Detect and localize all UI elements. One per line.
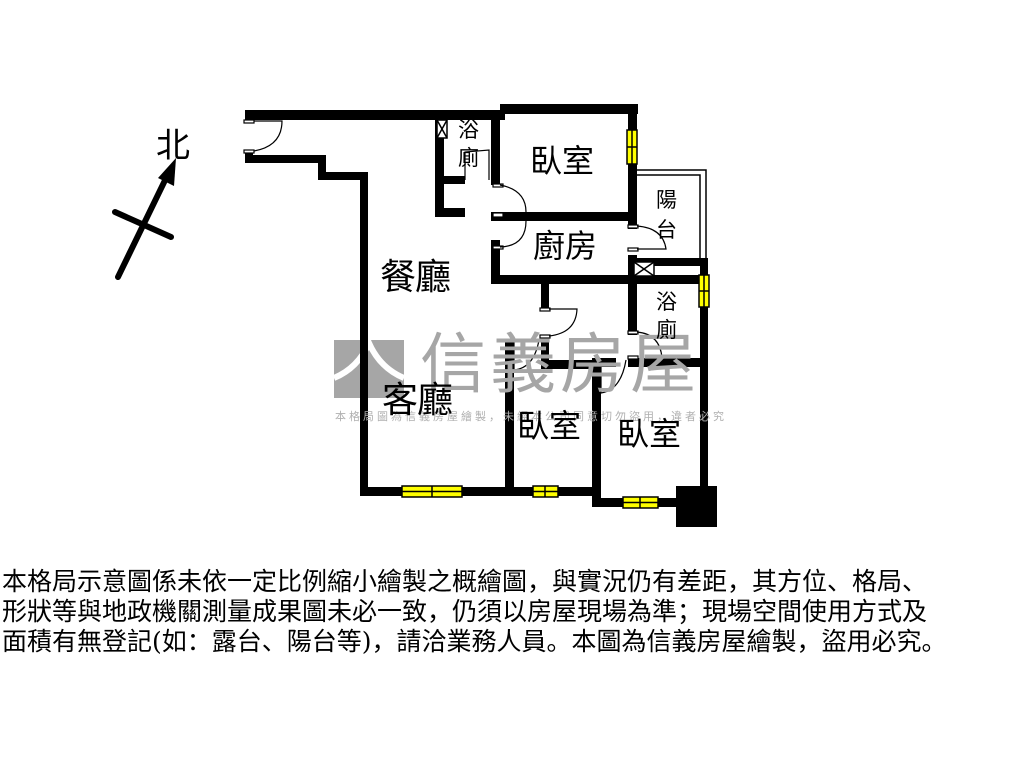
- window-bedroom-middle: [532, 485, 559, 498]
- disclaimer-line: 形狀等與地政機關測量成果圖未必一致，仍須以房屋現場為準；現場空間使用方式及: [2, 597, 928, 626]
- window-living: [401, 485, 463, 498]
- disclaimer-line: 本格局示意圖係未依一定比例縮小繪製之概繪圖，與實況仍有差距，其方位、格局、: [2, 567, 928, 596]
- north-label: 北: [156, 126, 190, 166]
- room-label-bathroom-top-2: 廁: [458, 146, 479, 170]
- window-bedroom-top: [626, 129, 638, 165]
- doors: [243, 119, 667, 394]
- disclaimer-text: 本格局示意圖係未依一定比例縮小繪製之概繪圖，與實況仍有差距，其方位、格局、 形狀…: [2, 567, 1024, 657]
- room-label-kitchen: 廚房: [533, 227, 598, 265]
- watermark-logo-icon: [332, 335, 406, 398]
- room-label-bedroom-middle: 臥室: [517, 407, 582, 445]
- room-label-bathroom-right-1: 浴: [656, 290, 677, 314]
- watermark-notice: 本格局圖為信義房屋繪製，未經本公司同意切勿盜用，違者必究: [335, 410, 727, 423]
- duct-icon: [436, 119, 448, 139]
- door-bedroom-top: [492, 183, 527, 213]
- balcony-railing: [637, 169, 707, 258]
- room-label-bathroom-right-2: 廁: [656, 318, 677, 342]
- room-label-dining: 餐廳: [380, 257, 451, 298]
- door-bathroom-right: [627, 330, 663, 360]
- door-bathroom-top: [464, 149, 490, 180]
- door-entry: [243, 119, 283, 154]
- north-arrow-icon: [112, 158, 176, 280]
- watermark-brand: 信義房屋: [420, 326, 700, 403]
- door-bedroom-middle: [513, 339, 540, 371]
- room-label-bedroom-top: 臥室: [530, 142, 595, 180]
- walls: [245, 104, 717, 527]
- windows: [401, 129, 710, 509]
- duct-icon: [633, 261, 655, 277]
- window-bedroom-right: [622, 496, 659, 509]
- disclaimer-line: 面積有無登記(如：露台、陽台等)，請洽業務人員。本圖為信義房屋繪製，盜用必究。: [2, 627, 947, 656]
- door-hall: [539, 307, 578, 339]
- door-bedroom-right: [600, 359, 627, 394]
- door-balcony: [627, 224, 667, 252]
- room-label-balcony-2: 台: [656, 218, 677, 242]
- floor-plan-drawing: [112, 104, 717, 527]
- room-label-balcony-1: 陽: [656, 188, 677, 212]
- door-kitchen-left: [492, 212, 527, 250]
- room-label-bathroom-top-1: 浴: [458, 118, 479, 142]
- room-label-bedroom-right: 臥室: [617, 415, 682, 453]
- window-bathroom-right: [698, 274, 710, 308]
- floor-plan: 信義房屋 本格局圖為信義房屋繪製，未經本公司同意切勿盜用，違者必究 北 浴 廁 …: [112, 104, 727, 527]
- room-label-living: 客廳: [382, 380, 453, 421]
